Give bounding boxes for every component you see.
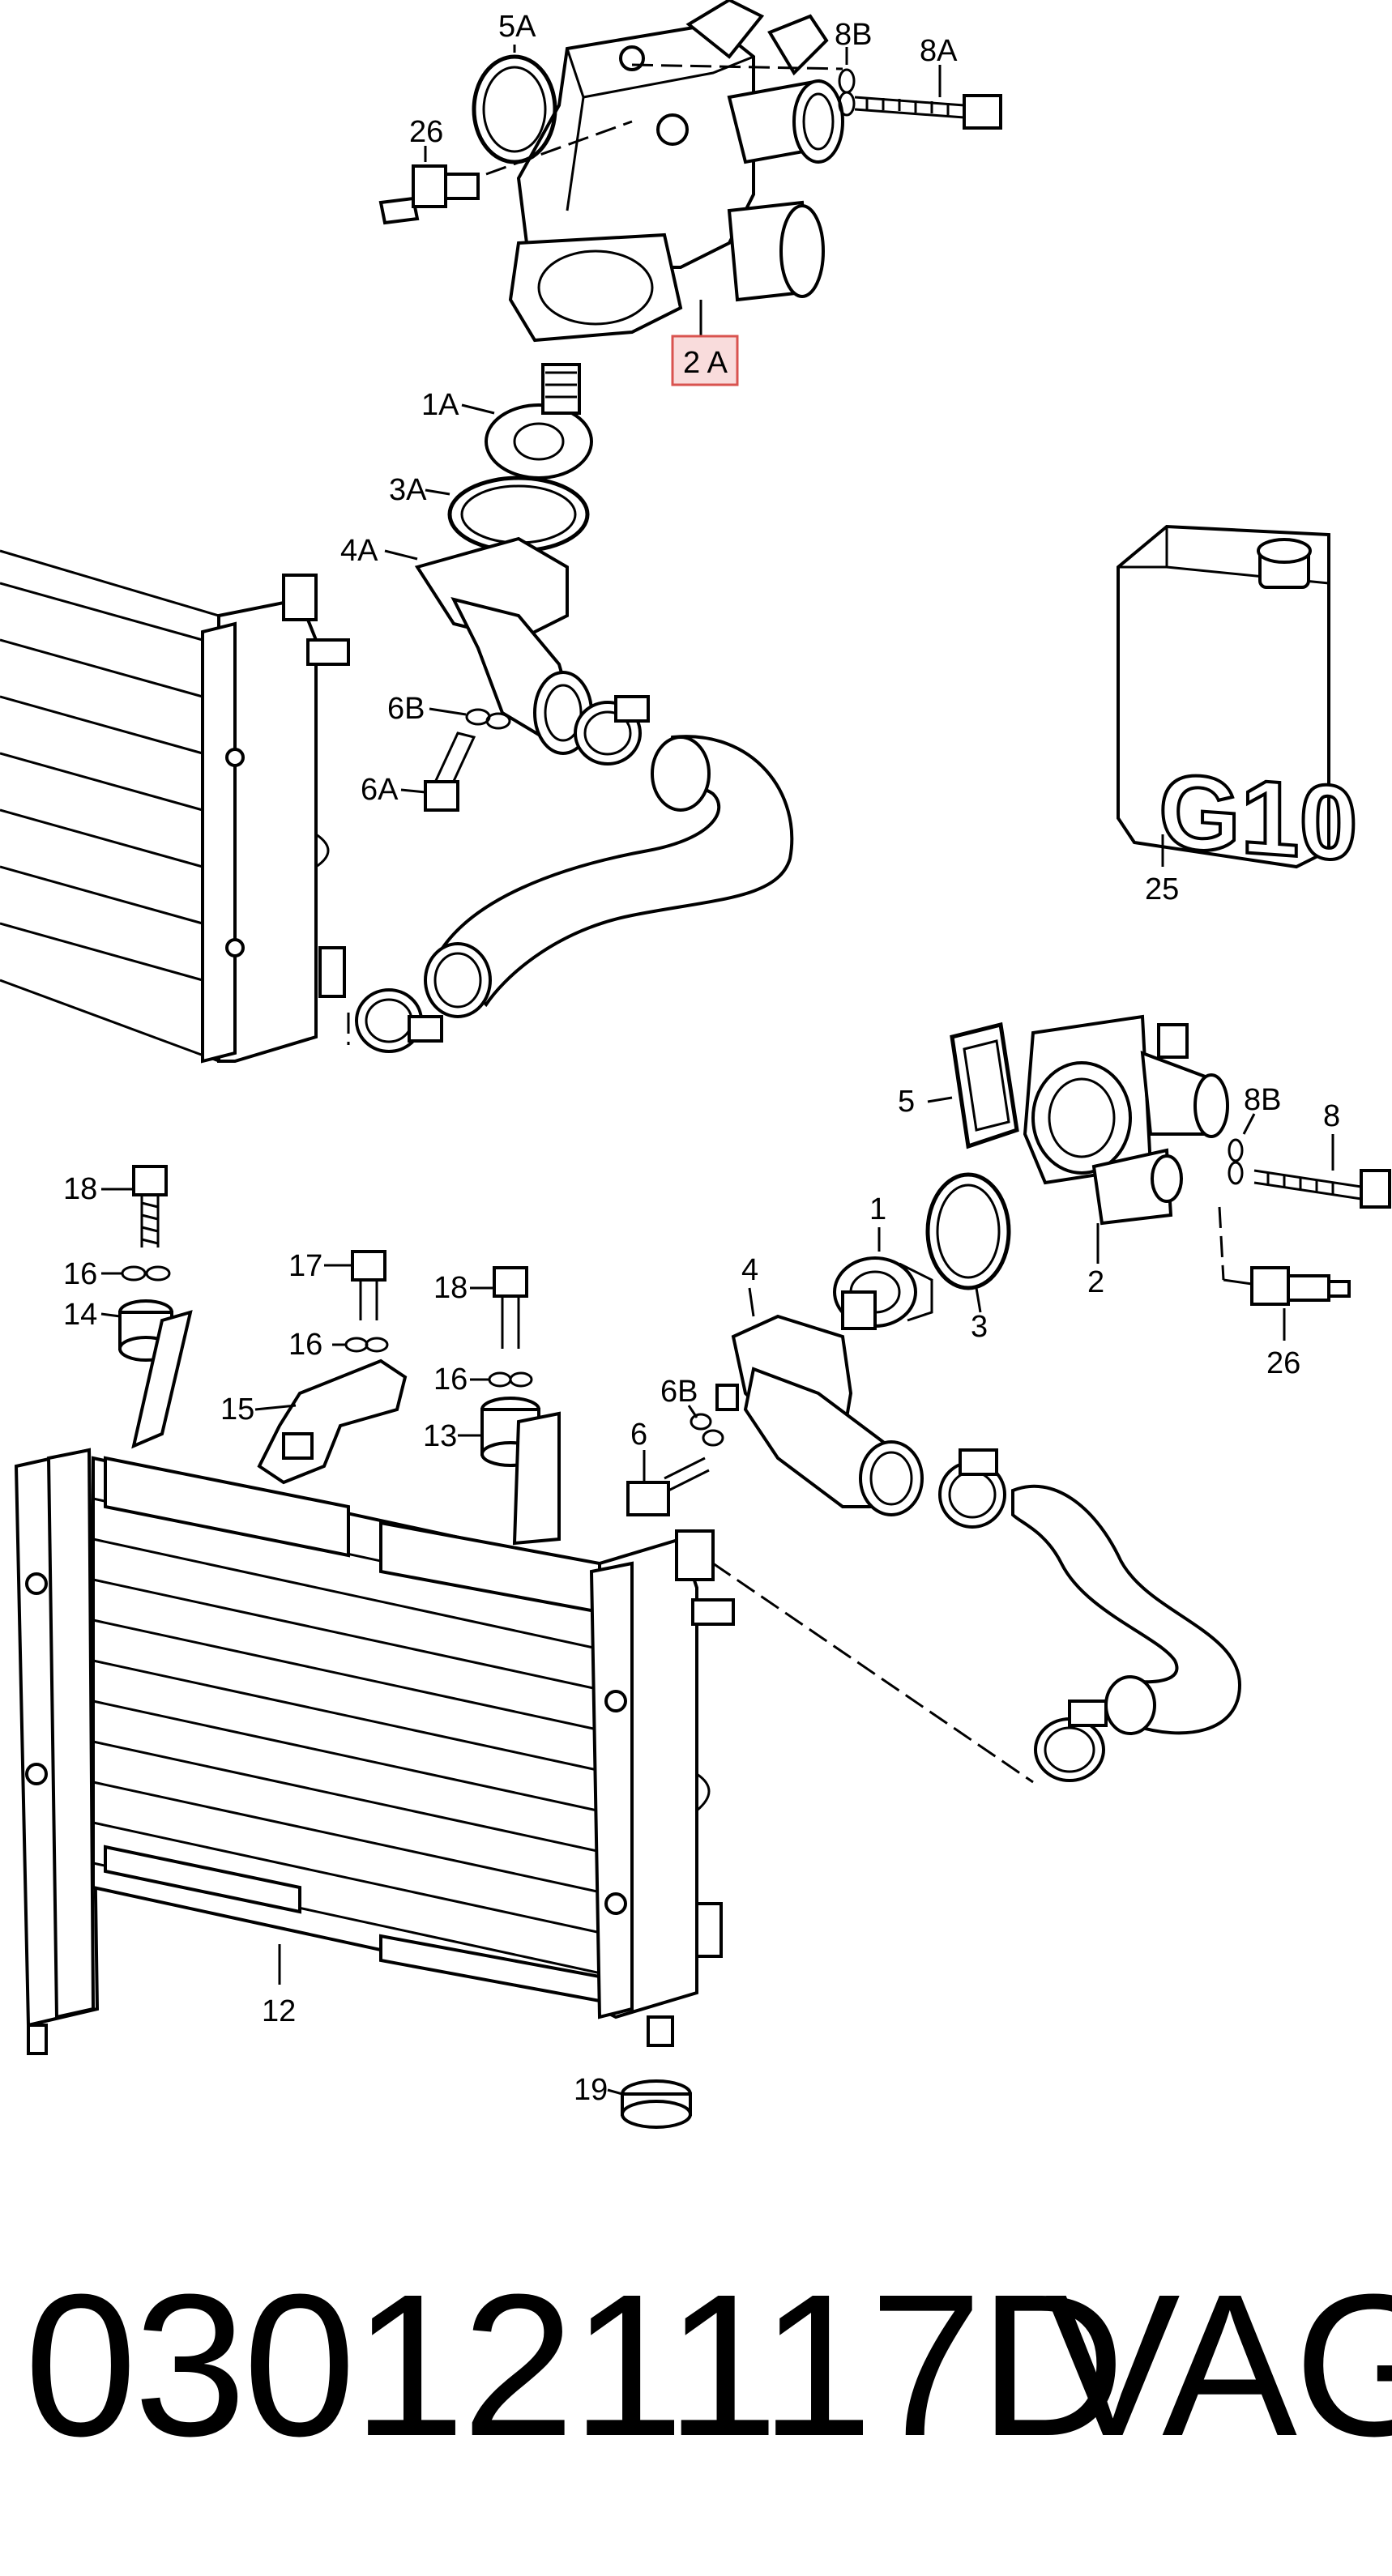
svg-text:15: 15 <box>220 1392 254 1427</box>
washer-6b-top: 6B <box>387 692 511 730</box>
svg-text:5: 5 <box>898 1085 915 1119</box>
washer-6b-mid: 6B <box>660 1375 724 1447</box>
bolt-6: 6 <box>626 1418 710 1516</box>
bolt-17: 17 <box>288 1249 386 1320</box>
hose-clamp-right-2 <box>1034 1700 1108 1782</box>
gasket-3a: 3A <box>389 473 590 553</box>
svg-text:G10: G10 <box>1159 751 1358 883</box>
bolt-8: 8 <box>1253 1099 1391 1209</box>
svg-text:25: 25 <box>1145 872 1179 906</box>
svg-text:1: 1 <box>869 1192 886 1226</box>
svg-text:16: 16 <box>433 1363 468 1397</box>
bolt-6a: 6A <box>361 731 476 812</box>
svg-text:8B: 8B <box>835 18 872 52</box>
temperature-sensor-right: 26 <box>1218 1206 1351 1380</box>
svg-text:18: 18 <box>433 1271 468 1305</box>
radiator-12: 12 <box>14 1448 735 2055</box>
svg-text:26: 26 <box>409 115 443 149</box>
svg-text:6B: 6B <box>387 692 425 726</box>
svg-text:8: 8 <box>1323 1099 1340 1133</box>
rubber-grommet-19: 19 <box>574 2073 692 2129</box>
svg-text:13: 13 <box>423 1419 457 1453</box>
thermostat-1: 1 <box>833 1192 933 1330</box>
washer-8b-top: 8B <box>835 18 872 117</box>
rubber-mount-13: 13 <box>423 1397 561 1546</box>
washer-16-left: 16 <box>63 1257 171 1291</box>
svg-text:4A: 4A <box>340 534 378 568</box>
bolt-8a: 8A <box>854 34 1002 130</box>
svg-text:2: 2 <box>1087 1265 1104 1299</box>
bolt-18-left: 18 <box>63 1165 168 1247</box>
radiator-top-partial <box>0 549 350 1064</box>
part-number-text: 030121117D <box>24 2252 1125 2478</box>
svg-text:18: 18 <box>63 1172 97 1206</box>
svg-text:17: 17 <box>288 1249 322 1283</box>
thermostat-1a: 1A <box>421 363 593 480</box>
footer: 030121117D VAG <box>0 2220 1392 2511</box>
svg-text:2 A: 2 A <box>683 346 728 380</box>
dashed-leader-hose <box>712 1562 1034 1784</box>
temperature-sensor-top: 26 <box>378 115 480 225</box>
washer-8b-right: 8B <box>1228 1083 1281 1185</box>
washer-16-right: 16 <box>433 1363 533 1397</box>
bracket-15: 15 <box>220 1358 408 1485</box>
hose-clamp-top-1 <box>574 695 650 766</box>
coolant-hose-top <box>424 735 794 1018</box>
svg-text:14: 14 <box>63 1298 97 1332</box>
coolant-jug-g10: G10 25 <box>1117 524 1360 906</box>
svg-text:4: 4 <box>741 1253 758 1287</box>
coolant-hose-right <box>1011 1484 1242 1735</box>
gasket-5: 5 <box>898 1021 1019 1149</box>
svg-text:6B: 6B <box>660 1375 698 1409</box>
svg-text:19: 19 <box>574 2073 608 2107</box>
thermostat-housing-2: 2 <box>1023 1014 1229 1299</box>
svg-text:3: 3 <box>971 1310 988 1344</box>
svg-text:1A: 1A <box>421 388 459 422</box>
hose-clamp-top-2 <box>355 988 443 1053</box>
svg-text:6: 6 <box>630 1418 647 1452</box>
svg-text:8A: 8A <box>920 34 958 68</box>
svg-text:12: 12 <box>262 1994 296 2028</box>
svg-text:5A: 5A <box>498 10 536 44</box>
svg-text:16: 16 <box>288 1328 322 1362</box>
part-2a-highlight[interactable]: 2 A <box>671 300 739 386</box>
washer-16-mid: 16 <box>288 1328 389 1362</box>
svg-text:16: 16 <box>63 1257 97 1291</box>
parts-diagram: 5A 26 8A 8B 2 A 1A <box>0 0 1391 2129</box>
brand-text: VAG <box>1045 2252 1392 2478</box>
svg-text:8B: 8B <box>1244 1083 1281 1117</box>
thermostat-housing-top <box>485 0 844 343</box>
rubber-mount-14: 14 <box>63 1298 193 1449</box>
svg-text:26: 26 <box>1266 1346 1300 1380</box>
coolant-elbow-4: 4 <box>715 1253 924 1516</box>
coolant-elbow-4a: 4A <box>340 534 593 755</box>
bolt-18-mid: 18 <box>433 1266 528 1349</box>
svg-text:6A: 6A <box>361 773 399 807</box>
gasket-5a: 5A <box>472 10 557 164</box>
hose-clamp-right-1 <box>938 1448 1006 1529</box>
svg-text:3A: 3A <box>389 473 427 507</box>
gasket-3: 3 <box>925 1172 1011 1344</box>
